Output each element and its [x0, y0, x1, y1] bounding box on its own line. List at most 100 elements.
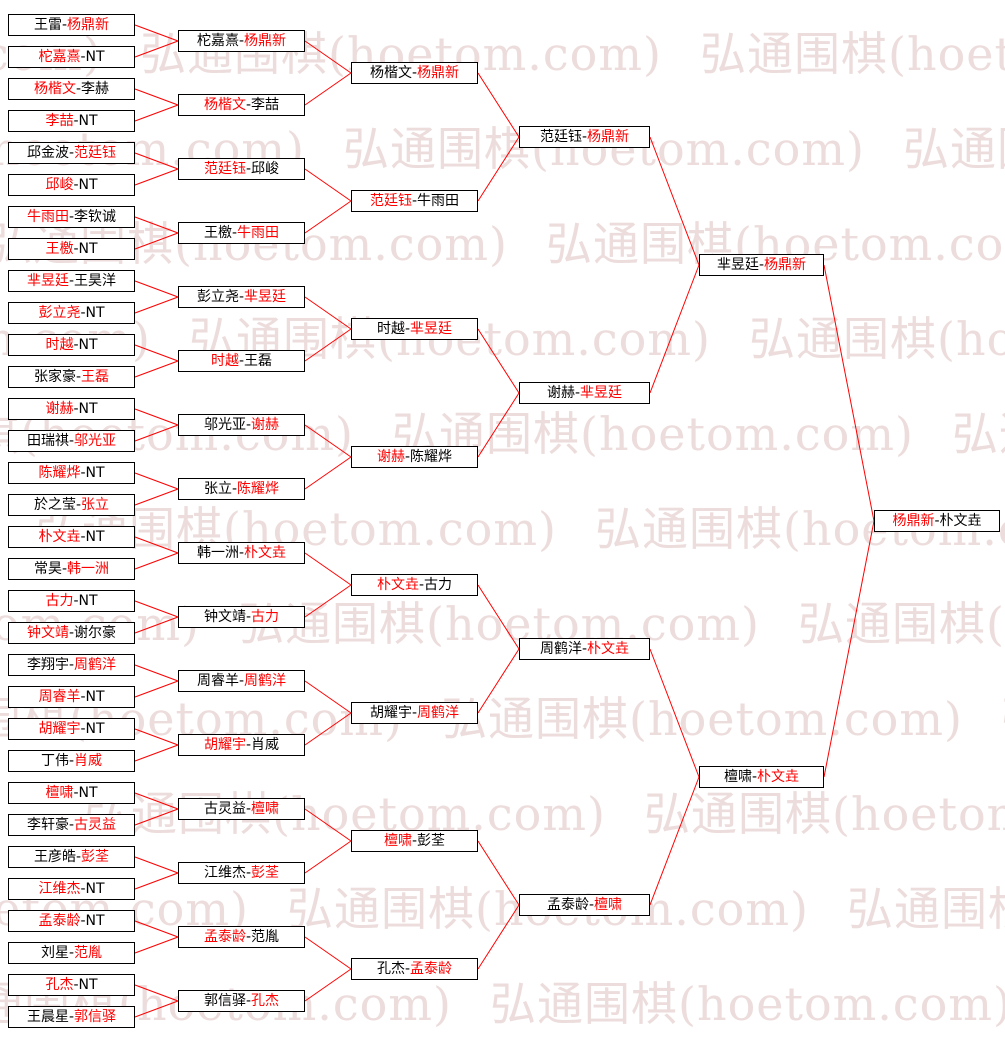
player-name: 邱金波: [26, 145, 69, 161]
bracket-connector-line: [134, 232, 179, 250]
name-separator: -: [61, 17, 68, 33]
player-name: 时越: [376, 321, 405, 337]
match-box-semifinal-2: 檀啸-朴文垚: [699, 766, 824, 788]
name-separator: -: [73, 401, 79, 417]
player-name: 田瑞祺: [26, 433, 69, 449]
player-name: NT: [78, 241, 98, 257]
player-name: 周睿羊: [196, 673, 239, 689]
bracket-connector-line: [134, 600, 179, 618]
winner-name: 牛雨田: [26, 209, 69, 225]
player-name: 陈耀烨: [410, 449, 453, 465]
player-name: 芈昱廷: [716, 257, 759, 273]
match-box-round-of-32-12: 张家豪-王磊: [8, 366, 135, 388]
name-separator: -: [404, 961, 411, 977]
match-box-round-of-32-21: 李翔宇-周鹤洋: [8, 654, 135, 676]
match-box-round-of-16-2: 杨楷文-李喆: [178, 94, 305, 116]
match-box-round-of-32-20: 钟文靖-谢尔豪: [8, 622, 135, 644]
winner-name: 谢赫: [251, 417, 280, 433]
bracket-connector-line: [134, 792, 179, 810]
bracket-connector-line: [134, 104, 179, 122]
match-box-round-of-32-31: 孔杰-NT: [8, 974, 135, 996]
player-name: 邬光亚: [203, 417, 246, 433]
player-name: 常昊: [33, 561, 62, 577]
winner-name: 邬光亚: [74, 433, 117, 449]
player-name: 郭信驿: [203, 993, 246, 1009]
match-box-round-of-8-5: 朴文垚-古力: [351, 574, 478, 596]
winner-name: 时越: [45, 337, 74, 353]
winner-name: 胡耀宇: [203, 737, 246, 753]
player-name: 王昊洋: [74, 273, 117, 289]
winner-name: 朴文垚: [38, 529, 81, 545]
winner-name: 范廷钰: [369, 193, 412, 209]
watermark-text: 弘通围棋(hoetom.com): [441, 692, 963, 746]
bracket-connector-line: [304, 936, 352, 970]
match-box-round-of-16-3: 范廷钰-邱峻: [178, 158, 305, 180]
name-separator: -: [73, 337, 79, 353]
name-separator: -: [68, 433, 75, 449]
player-name: 王磊: [244, 353, 273, 369]
player-name: 周鹤洋: [539, 641, 582, 657]
bracket-connector-line: [823, 264, 875, 522]
bracket-connector-line: [304, 840, 352, 874]
winner-name: 孟泰龄: [38, 913, 81, 929]
player-name: 张家豪: [33, 369, 76, 385]
player-name: 范廷钰: [539, 129, 582, 145]
name-separator: -: [68, 145, 75, 161]
winner-name: 范胤: [74, 945, 103, 961]
bracket-connector-line: [134, 40, 179, 58]
player-name: NT: [85, 721, 105, 737]
bracket-connector-line: [649, 776, 700, 906]
bracket-connector-line: [823, 520, 875, 778]
bracket-connector-line: [134, 920, 179, 938]
match-box-round-of-32-22: 周睿羊-NT: [8, 686, 135, 708]
winner-name: 杨鼎新: [764, 257, 807, 273]
match-box-quarterfinal-4: 孟泰龄-檀啸: [519, 894, 650, 916]
bracket-connector-line: [134, 536, 179, 554]
name-separator: -: [73, 593, 79, 609]
match-box-round-of-32-10: 彭立尧-NT: [8, 302, 135, 324]
bracket-connector-line: [134, 88, 179, 106]
watermark-text: 弘通围棋(hoetom.com): [952, 407, 1005, 461]
winner-name: 范廷钰: [203, 161, 246, 177]
name-separator: -: [245, 929, 252, 945]
winner-name: 江维杰: [38, 881, 81, 897]
bracket-connector-line: [649, 264, 700, 394]
match-box-round-of-16-7: 邬光亚-谢赫: [178, 414, 305, 436]
name-separator: -: [751, 769, 758, 785]
bracket-connector-line: [304, 584, 352, 618]
match-box-round-of-32-29: 孟泰龄-NT: [8, 910, 135, 932]
bracket-connector-line: [477, 136, 520, 202]
winner-name: 杨鼎新: [67, 17, 110, 33]
name-separator: -: [75, 81, 82, 97]
winner-name: 檀啸: [45, 785, 74, 801]
player-name: 丁伟: [40, 753, 69, 769]
bracket-connector-line: [304, 968, 352, 1002]
winner-name: 柁嘉熹: [38, 49, 81, 65]
name-separator: -: [238, 353, 245, 369]
winner-name: 杨楷文: [203, 97, 246, 113]
bracket-connector-line: [477, 584, 520, 650]
bracket-connector-line: [134, 280, 179, 298]
winner-name: 朴文垚: [376, 577, 419, 593]
player-name: 李翔宇: [26, 657, 69, 673]
bracket-connector-line: [304, 200, 352, 234]
winner-name: 王磊: [81, 369, 110, 385]
name-separator: -: [245, 865, 252, 881]
match-box-round-of-32-30: 刘星-范胤: [8, 942, 135, 964]
watermark-text: 弘通围棋(hoetom.com): [1001, 683, 1005, 749]
match-box-round-of-8-2: 范廷钰-牛雨田: [351, 190, 478, 212]
match-box-round-of-32-2: 柁嘉熹-NT: [8, 46, 135, 68]
winner-name: 郭信驿: [74, 1009, 117, 1025]
name-separator: -: [231, 481, 238, 497]
match-box-round-of-32-3: 杨楷文-李赫: [8, 78, 135, 100]
match-box-round-of-8-8: 孔杰-孟泰龄: [351, 958, 478, 980]
player-name: 王彦皓: [33, 849, 76, 865]
match-box-quarterfinal-1: 范廷钰-杨鼎新: [519, 126, 650, 148]
bracket-connector-line: [134, 664, 179, 682]
player-name: 李钦诚: [74, 209, 117, 225]
player-name: NT: [85, 305, 105, 321]
match-box-quarterfinal-2: 谢赫-芈昱廷: [519, 382, 650, 404]
match-box-round-of-32-5: 邱金波-范廷钰: [8, 142, 135, 164]
match-box-quarterfinal-3: 周鹤洋-朴文垚: [519, 638, 650, 660]
name-separator: -: [245, 161, 252, 177]
